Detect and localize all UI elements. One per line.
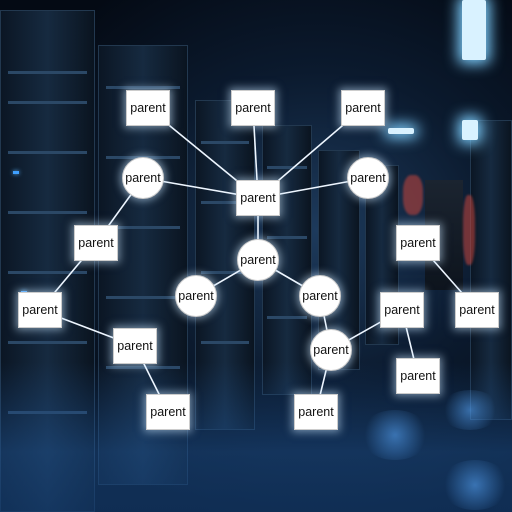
floor-light [440, 390, 500, 430]
node-label: parent [313, 343, 349, 357]
floor-light [440, 460, 510, 510]
node-label: parent [22, 303, 58, 317]
node-n9: parent [18, 292, 62, 328]
red-wall-decoration [403, 175, 423, 215]
node-n14: parent [396, 225, 440, 261]
node-n8: parent [237, 239, 279, 281]
node-n11: parent [175, 275, 217, 317]
node-n2: parent [231, 90, 275, 126]
node-label: parent [345, 101, 381, 115]
red-wall-decoration [463, 195, 475, 265]
node-n4: parent [122, 157, 164, 199]
node-n15: parent [380, 292, 424, 328]
node-label: parent [150, 405, 186, 419]
node-label: parent [240, 253, 276, 267]
node-n1: parent [126, 90, 170, 126]
ceiling-light [388, 128, 414, 134]
node-n16: parent [310, 329, 352, 371]
ceiling-light [462, 0, 486, 60]
node-n7: parent [74, 225, 118, 261]
node-n18: parent [294, 394, 338, 430]
node-label: parent [117, 339, 153, 353]
floor-light [360, 410, 430, 460]
node-n17: parent [396, 358, 440, 394]
node-label: parent [125, 171, 161, 185]
node-label: parent [235, 101, 271, 115]
node-n3: parent [341, 90, 385, 126]
node-n13: parent [146, 394, 190, 430]
node-label: parent [459, 303, 495, 317]
node-label: parent [178, 289, 214, 303]
node-label: parent [400, 236, 436, 250]
node-n10: parent [113, 328, 157, 364]
node-label: parent [350, 171, 386, 185]
node-label: parent [298, 405, 334, 419]
node-label: parent [240, 191, 276, 205]
node-label: parent [400, 369, 436, 383]
node-n5: parent [236, 180, 280, 216]
ceiling-light [462, 120, 478, 140]
node-label: parent [302, 289, 338, 303]
node-n19: parent [455, 292, 499, 328]
node-n12: parent [299, 275, 341, 317]
node-label: parent [384, 303, 420, 317]
node-label: parent [78, 236, 114, 250]
node-label: parent [130, 101, 166, 115]
node-n6: parent [347, 157, 389, 199]
